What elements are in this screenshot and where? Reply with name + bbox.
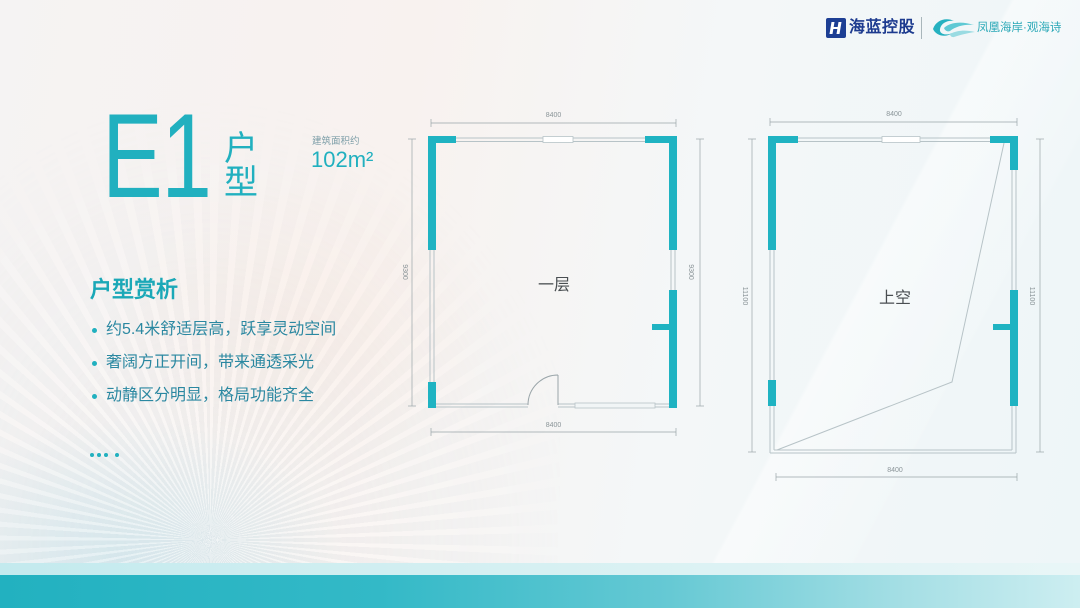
plan-thin-walls — [429, 137, 676, 408]
plan-thick-walls — [428, 136, 677, 408]
door-swing — [527, 374, 559, 406]
dot-icon — [90, 453, 94, 457]
analysis-point: 奢阔方正开间，带来通透采光 — [88, 352, 314, 374]
unit-code: E1 — [102, 89, 212, 223]
dot-icon — [92, 393, 97, 399]
plan-thick-walls — [768, 136, 1018, 406]
analysis-point-text: 奢阔方正开间，带来通透采光 — [106, 354, 315, 371]
room-label: 上空 — [879, 289, 911, 307]
window-marker — [574, 402, 656, 409]
h-monogram-logo-icon — [826, 18, 846, 38]
decorative-dots — [90, 453, 120, 458]
window-marker — [881, 136, 921, 143]
plan-dimension-lines — [748, 118, 1044, 481]
floor-plan-first-floor: 8400 8400 9300 9300 一层 — [401, 112, 704, 436]
area-label: 建筑面积约 — [312, 136, 360, 147]
dimension-bottom: 8400 — [887, 467, 903, 474]
dimension-right: 9300 — [687, 264, 694, 280]
bottom-band-light — [0, 563, 1080, 575]
dot-icon — [115, 453, 119, 457]
analysis-title: 户型赏析 — [90, 277, 179, 302]
dot-icon — [92, 327, 97, 333]
unit-type-char: 户 — [224, 130, 258, 168]
project-name: 凤凰海岸·观海诗 — [977, 22, 1062, 34]
analysis-point-text: 约5.4米舒适层高，跃享灵动空间 — [106, 321, 337, 338]
dimension-right: 11100 — [1028, 287, 1035, 306]
dot-icon — [92, 360, 97, 366]
unit-type-char: 型 — [224, 164, 258, 202]
floor-plan-void-level: 8400 8400 11100 11100 上空 — [741, 111, 1044, 481]
dimension-top: 8400 — [546, 112, 562, 119]
dimension-left: 9300 — [401, 264, 408, 280]
unit-type-label: 户 型 — [224, 132, 264, 200]
dimension-top: 8400 — [886, 111, 902, 118]
window-marker — [542, 136, 574, 143]
plan-thin-walls — [769, 137, 1017, 454]
header-divider — [921, 17, 922, 39]
wave-swirl-logo-icon — [933, 19, 975, 38]
area-value: 102m² — [311, 147, 374, 172]
void-indicator-line — [776, 142, 1005, 451]
background-light-rays — [0, 0, 560, 608]
analysis-point-text: 动静区分明显，格局功能齐全 — [106, 387, 315, 404]
dimension-bottom: 8400 — [546, 422, 562, 429]
analysis-point: 动静区分明显，格局功能齐全 — [88, 385, 314, 407]
analysis-point: 约5.4米舒适层高，跃享灵动空间 — [88, 319, 336, 341]
dot-icon — [97, 453, 101, 457]
dimension-left: 11100 — [741, 287, 748, 306]
plan-dimension-lines — [408, 119, 704, 436]
dot-icon — [104, 453, 108, 457]
brand-name: 海蓝控股 — [849, 19, 916, 36]
room-label: 一层 — [538, 277, 570, 294]
bottom-band — [0, 575, 1080, 608]
